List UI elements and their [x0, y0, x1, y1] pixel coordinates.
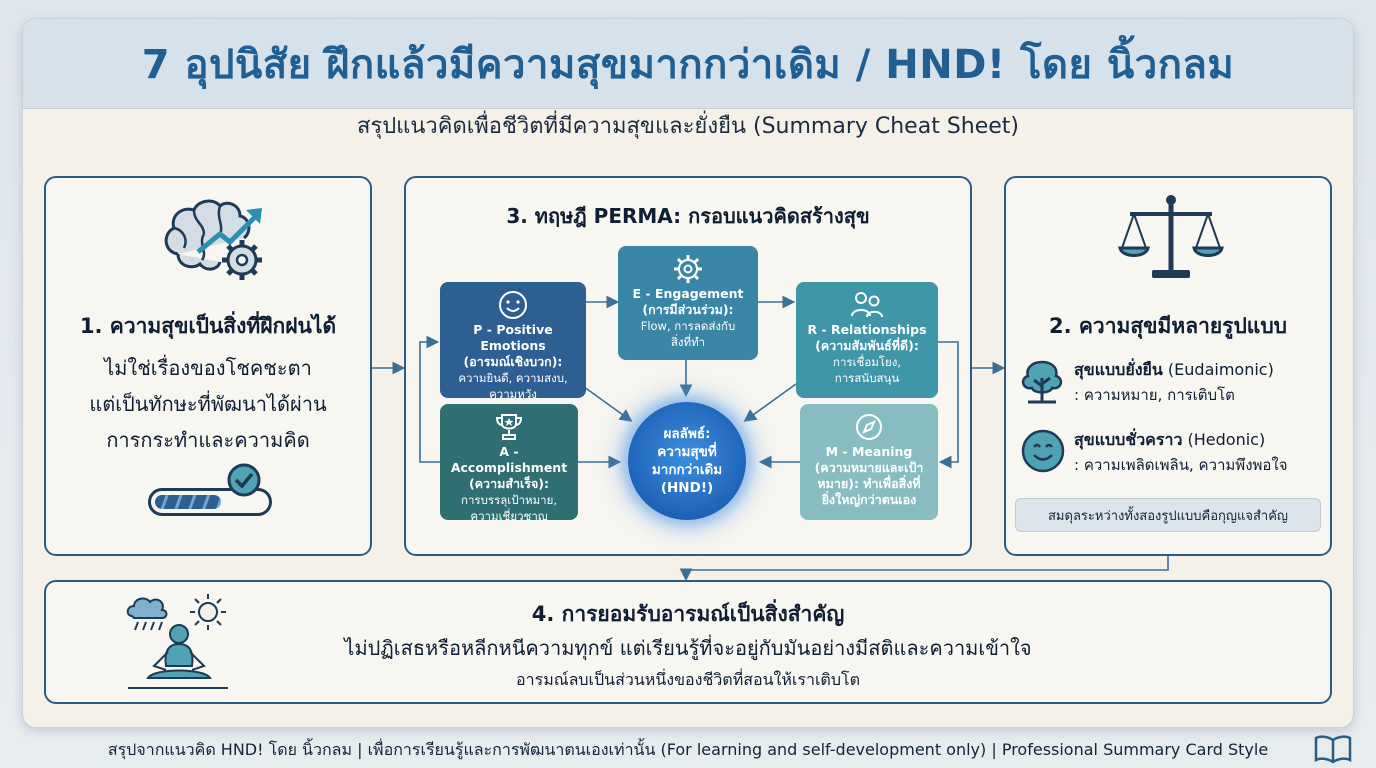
panel4-title: 4. การยอมรับอารมณ์เป็นสิ่งสำคัญ	[531, 602, 845, 626]
page-subtitle: สรุปแนวคิดเพื่อชีวิตที่มีความสุขและยั่งย…	[356, 114, 1020, 139]
node-r-name: R - Relationships	[807, 322, 927, 337]
perma-node-a: A - Accomplishment (ความสำเร็จ): การบรรล…	[440, 404, 578, 523]
compass-icon	[856, 414, 882, 440]
node-m-desc1: หมาย): ทำเพื่อสิ่งที่	[817, 476, 921, 491]
book-icon	[1314, 735, 1352, 764]
perma-node-p: P - Positive Emotions (อารมณ์เชิงบวก): ค…	[440, 282, 586, 401]
hedonic-label: สุขแบบชั่วคราว	[1074, 430, 1183, 449]
scales-icon	[1118, 195, 1224, 278]
panel-emotion-acceptance: 4. การยอมรับอารมณ์เป็นสิ่งสำคัญ ไม่ปฏิเส…	[44, 580, 1332, 704]
result-line3: มากกว่าเดิม	[651, 462, 723, 478]
node-a-desc2: ความเชี่ยวชาญ	[470, 509, 548, 523]
panel1-line3: การกระทำและความคิด	[106, 428, 310, 452]
perma-node-m: M - Meaning (ความหมายและเป้า หมาย): ทำเพ…	[800, 404, 938, 520]
panel4-line1: ไม่ปฏิเสธหรือหลีกหนีความทุกข์ แต่เรียนรู…	[344, 636, 1032, 660]
node-m-name: M - Meaning	[825, 444, 913, 459]
node-a-desc1: การบรรลุเป้าหมาย,	[461, 493, 557, 507]
footer-note: สรุปจากแนวคิด HND! โดย นิ้วกลม | เพื่อกา…	[107, 740, 1269, 759]
node-p-sub: (อารมณ์เชิงบวก):	[463, 354, 563, 369]
cloud-rain-icon	[126, 597, 168, 631]
hedonic-desc: : ความเพลิดเพลิน, ความพึงพอใจ	[1074, 456, 1288, 474]
panel2-title: 2. ความสุขมีหลายรูปแบบ	[1048, 314, 1287, 338]
perma-node-r: R - Relationships (ความสัมพันธ์ที่ดี): ก…	[796, 282, 938, 398]
node-r-sub: (ความสัมพันธ์ที่ดี):	[815, 338, 919, 353]
panel-trainable-happiness: 1. ความสุขเป็นสิ่งที่ฝึกฝนได้ ไม่ใช่เรื่…	[44, 176, 372, 556]
perma-node-e: E - Engagement (การมีส่วนร่วม): Flow, กา…	[618, 246, 758, 360]
gear-icon	[674, 255, 702, 283]
node-e-desc1: Flow, การลดส่งกับ	[640, 319, 736, 333]
meditation-person-icon	[128, 624, 228, 689]
panel1-title: 1. ความสุขเป็นสิ่งที่ฝึกฝนได้	[79, 314, 337, 338]
node-e-sub: (การมีส่วนร่วม):	[642, 302, 734, 317]
perma-title: 3. ทฤษฎี PERMA: กรอบแนวคิดสร้างสุข	[506, 204, 870, 228]
eudaimonic-desc: : ความหมาย, การเติบโต	[1074, 386, 1235, 404]
node-p-desc1: ความยินดี, ความสงบ,	[458, 371, 568, 385]
node-m-desc2: ยิ่งใหญ่กว่าตนเอง	[821, 492, 917, 507]
result-line4: (HND!)	[660, 480, 714, 496]
node-e-name: E - Engagement	[632, 286, 744, 301]
node-p-name: P - Positive Emotions	[473, 322, 553, 353]
trophy-icon	[495, 414, 523, 440]
panel4-line2: อารมณ์ลบเป็นส่วนหนึ่งของชีวิตที่สอนให้เร…	[516, 670, 860, 689]
result-line2: ความสุขที่	[657, 444, 717, 460]
node-r-desc1: การเชื่อมโยง,	[832, 355, 901, 369]
smiley-icon	[1021, 429, 1065, 473]
node-a-name: A - Accomplishment	[450, 444, 568, 475]
people-icon	[851, 292, 883, 318]
gear-icon	[222, 240, 262, 280]
progress-bar	[148, 488, 272, 516]
eudaimonic-en: (Eudaimonic)	[1162, 360, 1274, 379]
hedonic-item: สุขแบบชั่วคราว (Hedonic) : ความเพลิดเพลิ…	[1074, 428, 1376, 477]
panel-happiness-types: 2. ความสุขมีหลายรูปแบบ	[1004, 176, 1332, 556]
node-a-sub: (ความสำเร็จ):	[468, 476, 550, 491]
brain-gear-icon	[164, 199, 262, 280]
node-r-desc2: การสนับสนุน	[834, 371, 900, 385]
eudaimonic-label: สุขแบบยั่งยืน	[1074, 360, 1163, 379]
sun-icon	[190, 594, 226, 630]
checkmark-icon	[227, 463, 261, 497]
progress-fill	[155, 495, 221, 509]
smiley-icon	[499, 291, 527, 319]
trend-arrow-icon	[196, 208, 262, 254]
hedonic-en: (Hedonic)	[1182, 430, 1266, 449]
node-p-desc2: ความหวัง	[489, 387, 537, 401]
page-title: 7 อุปนิสัย ฝึกแล้วมีความสุขมากกว่าเดิม /…	[141, 41, 1235, 88]
perma-result-circle: ผลลัพธ์: ความสุขที่ มากกว่าเดิม (HND!)	[628, 402, 746, 520]
meditation-scene	[126, 594, 228, 689]
eudaimonic-item: สุขแบบยั่งยืน (Eudaimonic) : ความหมาย, ก…	[1074, 358, 1376, 407]
tree-icon	[1021, 360, 1063, 404]
result-line1: ผลลัพธ์:	[663, 426, 711, 442]
panel1-line1: ไม่ใช่เรื่องของโชคชะตา	[104, 356, 312, 380]
node-e-desc2: สิ่งที่ทำ	[670, 335, 706, 349]
panel1-line2: แต่เป็นทักษะที่พัฒนาได้ผ่าน	[89, 392, 327, 416]
node-m-sub: (ความหมายและเป้า	[814, 460, 924, 475]
header-bar: 7 อุปนิสัย ฝึกแล้วมีความสุขมากกว่าเดิม /…	[23, 19, 1353, 109]
balance-note: สมดุลระหว่างทั้งสองรูปแบบคือกุญแจสำคัญ	[1015, 498, 1321, 532]
